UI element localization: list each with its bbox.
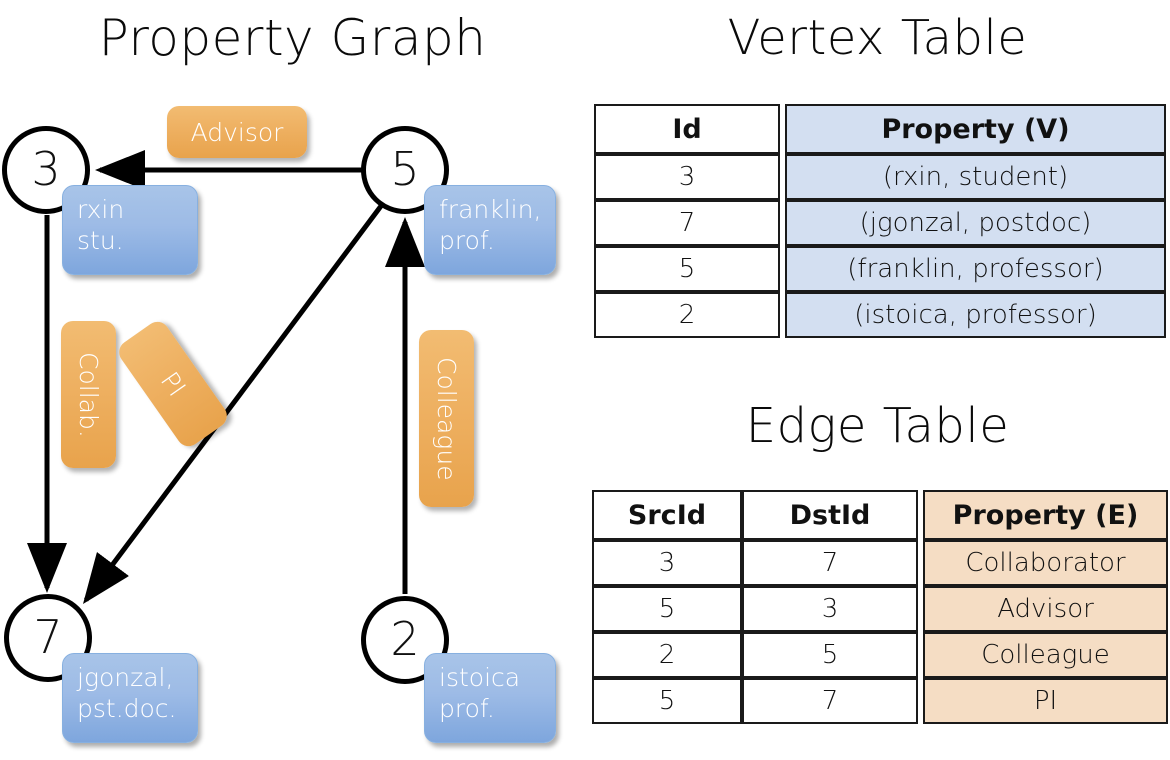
vertex-property-box-3: rxin stu. [62, 185, 198, 275]
edge-label-pi-text: PI [154, 366, 192, 402]
edge-table-header-dstid: DstId [742, 490, 918, 540]
vertex-property-box-2-line1: istoica [439, 663, 521, 692]
edge-table-header-property: Property (E) [923, 490, 1168, 540]
edge-table-header-row: SrcId DstId Property (E) [592, 490, 1168, 540]
table-row[interactable]: 7 (jgonzal, postdoc) [594, 200, 1166, 246]
page-title-edge-table: Edge Table [745, 398, 1010, 454]
table-row[interactable]: 3 (rxin, student) [594, 154, 1166, 200]
vertex-property-box-2: istoica prof. [424, 653, 556, 743]
vertex-node-3-label: 3 [31, 142, 61, 196]
vertex-node-5[interactable]: 5 [361, 126, 449, 214]
edge-label-colleague: Colleague [419, 330, 474, 507]
edge-row-0-dst: 7 [742, 540, 918, 586]
graph-edges-layer [27, 150, 425, 605]
vertex-row-1-property: (jgonzal, postdoc) [785, 200, 1166, 246]
table-row[interactable]: 3 7 Collaborator [592, 540, 1168, 586]
table-row[interactable]: 2 (istoica, professor) [594, 292, 1166, 338]
vertex-row-1-id: 7 [594, 200, 780, 246]
page-title-property-graph: Property Graph [98, 9, 487, 67]
vertex-property-box-5-line2: prof. [439, 226, 495, 255]
vertex-row-0-property: (rxin, student) [785, 154, 1166, 200]
edge-row-0-src: 3 [592, 540, 742, 586]
edge-table-header-srcid: SrcId [592, 490, 742, 540]
table-row[interactable]: 5 7 PI [592, 678, 1168, 724]
vertex-property-box-7-line1: jgonzal, [77, 663, 174, 692]
vertex-row-3-id: 2 [594, 292, 780, 338]
table-row[interactable]: 5 3 Advisor [592, 586, 1168, 632]
vertex-row-3-property: (istoica, professor) [785, 292, 1166, 338]
edge-row-1-property: Advisor [923, 586, 1168, 632]
vertex-table: Id Property (V) 3 (rxin, student) 7 (jgo… [594, 104, 1166, 338]
edge-table: SrcId DstId Property (E) 3 7 Collaborato… [592, 490, 1168, 724]
vertex-table-header-id: Id [594, 104, 780, 154]
edge-row-1-src: 5 [592, 586, 742, 632]
edge-label-collab: Collab. [61, 321, 116, 468]
edge-row-3-property: PI [923, 678, 1168, 724]
edge-row-2-property: Colleague [923, 632, 1168, 678]
vertex-property-box-5: franklin, prof. [424, 185, 556, 275]
edge-row-3-dst: 7 [742, 678, 918, 724]
vertex-node-7-label: 7 [33, 610, 63, 664]
vertex-node-5-label: 5 [390, 142, 420, 196]
edge-row-3-src: 5 [592, 678, 742, 724]
edge-label-colleague-text: Colleague [432, 356, 461, 481]
vertex-property-box-3-line2: stu. [77, 226, 124, 255]
edge-label-collab-text: Collab. [74, 351, 103, 438]
property-graph-diagram: 3 5 7 2 rxin stu. franklin, prof. jgonza… [2, 106, 556, 743]
edge-row-2-dst: 5 [742, 632, 918, 678]
vertex-node-2-label: 2 [390, 612, 420, 666]
vertex-property-box-7-line2: pst.doc. [77, 694, 177, 723]
table-row[interactable]: 5 (franklin, professor) [594, 246, 1166, 292]
vertex-row-2-id: 5 [594, 246, 780, 292]
vertex-property-box-2-line2: prof. [439, 694, 495, 723]
edge-label-advisor: Advisor [167, 106, 307, 158]
vertex-table-header-property: Property (V) [785, 104, 1166, 154]
edge-label-advisor-text: Advisor [190, 117, 284, 147]
vertex-row-0-id: 3 [594, 154, 780, 200]
edge-row-0-property: Collaborator [923, 540, 1168, 586]
vertex-property-box-7: jgonzal, pst.doc. [62, 653, 198, 743]
table-row[interactable]: 2 5 Colleague [592, 632, 1168, 678]
page-title-vertex-table: Vertex Table [727, 10, 1028, 66]
vertex-table-header-row: Id Property (V) [594, 104, 1166, 154]
vertex-row-2-property: (franklin, professor) [785, 246, 1166, 292]
vertex-property-box-3-line1: rxin [77, 195, 125, 224]
vertex-property-box-5-line1: franklin, [439, 195, 542, 224]
edge-row-2-src: 2 [592, 632, 742, 678]
vertex-node-2[interactable]: 2 [361, 596, 449, 684]
edge-row-1-dst: 3 [742, 586, 918, 632]
edge-line-5-to-7 [83, 204, 384, 605]
